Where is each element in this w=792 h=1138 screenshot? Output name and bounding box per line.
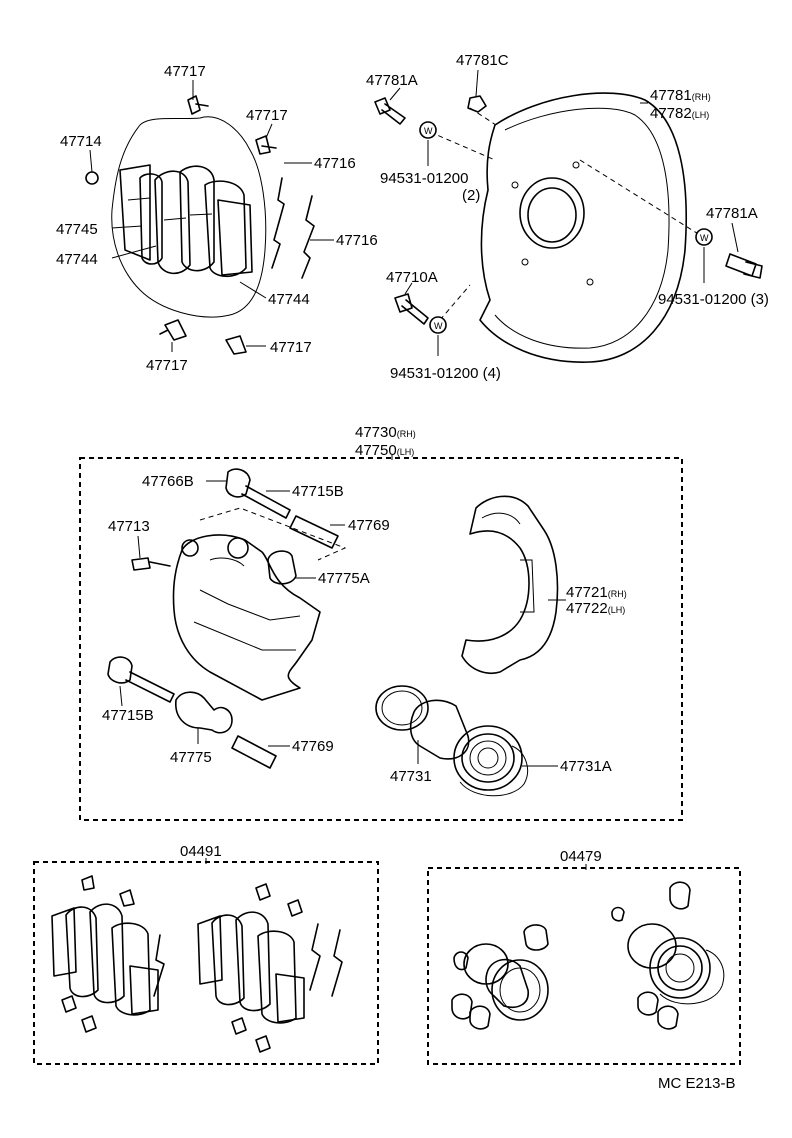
bolt-47781A-top	[374, 97, 406, 125]
boot-lower	[107, 656, 133, 684]
label-47769-b: 47769	[292, 738, 334, 755]
spring-b	[301, 195, 315, 279]
washer-a	[419, 121, 437, 139]
label-04491: 04491	[180, 843, 222, 860]
label-94531-a: 94531-01200	[380, 170, 468, 187]
spring-a	[271, 177, 285, 269]
pin-upper	[241, 485, 291, 519]
kit-04491-pads	[51, 875, 343, 1053]
pin-lower	[125, 671, 175, 703]
pad-inner	[217, 199, 253, 276]
label-94531-c: 94531-01200 (4)	[390, 365, 501, 382]
caliper-body	[172, 534, 321, 701]
label-47722: 47722(LH)	[566, 600, 625, 617]
footer-code: MC E213-B	[658, 1075, 736, 1092]
dust-shield	[479, 92, 687, 363]
sleeve-upper	[289, 515, 339, 549]
clip-bottom-left	[159, 319, 187, 341]
label-47781A-a: 47781A	[366, 72, 418, 89]
pad-housing-outline	[111, 116, 267, 318]
pad-a	[154, 170, 191, 275]
label-47715B-a: 47715B	[292, 483, 344, 500]
label-47716-a: 47716	[314, 155, 356, 172]
washer-b-mark: W	[700, 233, 709, 243]
label-47730: 47730(RH)	[355, 424, 416, 441]
label-47731: 47731	[390, 768, 432, 785]
label-47717-b: 47717	[246, 107, 288, 124]
washers: W W W	[419, 121, 713, 334]
label-47769-a: 47769	[348, 517, 390, 534]
label-47775: 47775	[170, 749, 212, 766]
label-47744-a: 47744	[56, 251, 98, 268]
washer-c-mark: W	[434, 321, 443, 331]
kit-04479-box	[427, 867, 741, 1065]
label-47717-a: 47717	[164, 63, 206, 80]
bolt-47714	[85, 171, 99, 185]
label-47710A: 47710A	[386, 269, 438, 286]
pad-outer	[119, 164, 151, 261]
label-04479: 04479	[560, 848, 602, 865]
label-47781A-b: 47781A	[706, 205, 758, 222]
sleeve-lower	[231, 735, 277, 769]
dust-shield-inner	[494, 107, 670, 349]
label-47782: 47782(LH)	[650, 105, 709, 122]
bushing-47775A	[267, 550, 297, 585]
hub-opening-inner	[527, 187, 577, 243]
boot-47775	[175, 691, 233, 734]
pad-c	[204, 180, 247, 278]
label-47781C: 47781C	[456, 52, 509, 69]
washer-b	[695, 228, 713, 246]
caliper-bracket	[461, 495, 559, 674]
kit-04491-box	[33, 861, 379, 1065]
label-47775A: 47775A	[318, 570, 370, 587]
piston-ring	[375, 685, 429, 731]
label-94531-b: 94531-01200 (3)	[658, 291, 769, 308]
caliper-assembly-box	[79, 457, 683, 821]
washer-c	[429, 316, 447, 334]
label-47745: 47745	[56, 221, 98, 238]
piston-47731	[409, 699, 470, 760]
kit-04479-parts	[451, 881, 725, 1030]
label-47715B-b: 47715B	[102, 707, 154, 724]
dust-shield-group	[374, 92, 763, 363]
bolt-47710A	[394, 293, 429, 325]
hub-opening	[519, 177, 585, 249]
pad-b	[179, 165, 215, 272]
nut-47781C	[467, 95, 487, 113]
label-47750: 47750(LH)	[355, 442, 414, 459]
part-labels: 47717 47717 47714 47716 47745 47716 4774…	[56, 52, 769, 1092]
leaders-top-left	[89, 80, 334, 352]
pad-assembly-group	[85, 95, 315, 355]
caliper-parts	[107, 468, 559, 797]
label-47717-d: 47717	[270, 339, 312, 356]
label-47744-b: 47744	[268, 291, 310, 308]
label-47717-c: 47717	[146, 357, 188, 374]
label-47766B: 47766B	[142, 473, 194, 490]
clip-bottom-right	[225, 335, 247, 355]
leaders-middle	[119, 480, 566, 767]
bleeder-47713	[131, 557, 171, 571]
bolt-47781A-right	[725, 253, 763, 279]
seal-ring-47731A	[459, 745, 528, 797]
leaders-top-right	[389, 69, 739, 356]
label-47781: 47781(RH)	[650, 87, 711, 104]
cylinder-outer	[453, 725, 523, 791]
clip-top	[187, 95, 209, 115]
label-47713: 47713	[108, 518, 150, 535]
pad-shim-a	[139, 173, 163, 265]
clip-top-right	[255, 135, 277, 155]
label-47731A: 47731A	[560, 758, 612, 775]
label-47721: 47721(RH)	[566, 584, 627, 601]
washer-a-mark: W	[424, 126, 433, 136]
boot-47766B	[225, 468, 251, 498]
label-47716-b: 47716	[336, 232, 378, 249]
label-94531-a-qty: (2)	[462, 187, 480, 204]
label-47714: 47714	[60, 133, 102, 150]
